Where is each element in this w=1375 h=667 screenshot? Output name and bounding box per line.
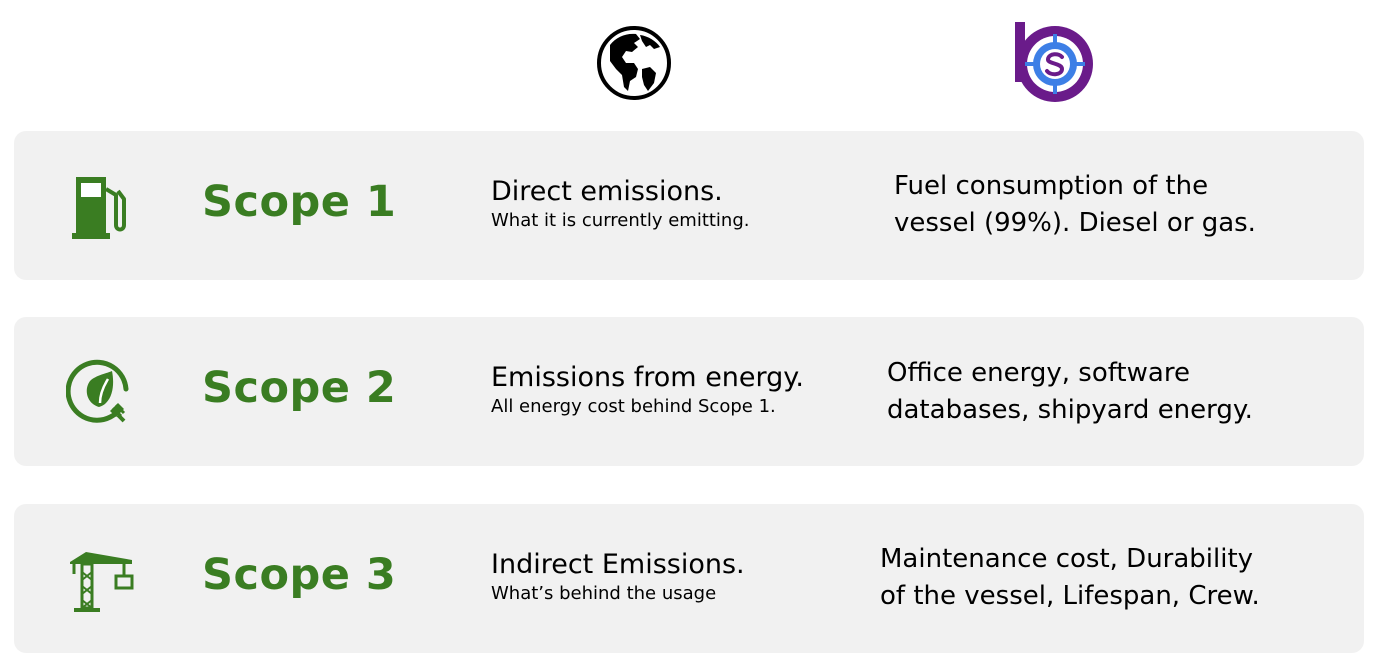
scope-description: Direct emissions. What it is currently e…: [491, 175, 750, 233]
scope-row: Scope 3 Indirect Emissions. What’s behin…: [14, 504, 1364, 653]
scope-description: Emissions from energy. All energy cost b…: [491, 361, 804, 419]
scope-main-text: Direct emissions.: [491, 176, 723, 207]
scope-title: Scope 3: [202, 550, 397, 600]
scope-sub-text: All energy cost behind Scope 1.: [491, 396, 776, 417]
scope-detail: Fuel consumption of the vessel (99%). Di…: [894, 171, 1256, 238]
scope-description: Indirect Emissions. What’s behind the us…: [491, 548, 745, 606]
crane-icon: [66, 546, 134, 614]
scope-row: Scope 1 Direct emissions. What it is cur…: [14, 131, 1364, 280]
scope-main-text: Indirect Emissions.: [491, 549, 745, 580]
scope-row: Scope 2 Emissions from energy. All energ…: [14, 317, 1364, 466]
leaf-plug-icon: [65, 359, 134, 427]
globe-americas-icon: [596, 25, 672, 101]
company-logo-icon: [1013, 20, 1097, 104]
scope-sub-text: What’s behind the usage: [491, 583, 717, 604]
scope-detail: Office energy, software databases, shipy…: [887, 358, 1253, 425]
scope-title: Scope 1: [202, 177, 397, 227]
fuel-pump-icon: [66, 173, 134, 241]
scope-sub-text: What it is currently emitting.: [491, 210, 750, 231]
scope-title: Scope 2: [202, 363, 397, 413]
scope-main-text: Emissions from energy.: [491, 362, 805, 393]
scope-detail: Maintenance cost, Durability of the vess…: [880, 544, 1260, 611]
